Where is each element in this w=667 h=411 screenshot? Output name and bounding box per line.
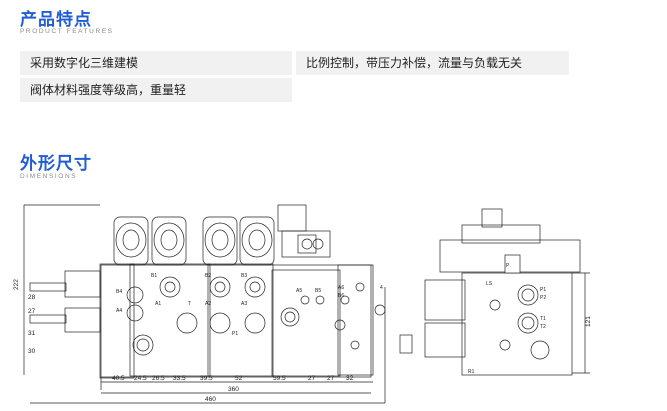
port-label: 4 [380, 285, 383, 291]
dim-bottom: 39.5 [200, 375, 213, 382]
port-label: A6 [338, 285, 344, 291]
port-label: B5 [315, 288, 321, 294]
dim-height: 222 [13, 279, 20, 290]
side-label: T1 [540, 316, 546, 322]
port-label: B3 [241, 273, 247, 279]
dim-bottom: 52 [235, 375, 243, 382]
dim-bottom: 59.5 [273, 375, 286, 382]
port-label: A1 [155, 301, 161, 307]
dim-bottom: 27 [327, 375, 335, 382]
dim-bottom: 26.5 [152, 375, 165, 382]
dim-overall-width: 460 [205, 396, 216, 403]
port-label: A4 [116, 308, 122, 314]
port-label: A3 [241, 301, 247, 307]
port-label: B2 [205, 273, 211, 279]
port-label: T [188, 301, 191, 307]
port-label: B1 [151, 273, 157, 279]
side-label: P2 [540, 295, 546, 301]
port-label: P1 [232, 331, 238, 337]
dim-bottom: 32 [346, 375, 354, 382]
dimensions-title: 外形尺寸 [20, 154, 92, 173]
port-label: B4 [116, 289, 122, 295]
features-subtitle: PRODUCT FEATURES [20, 28, 114, 35]
port-label: B6 [338, 293, 344, 299]
side-label: T2 [540, 324, 546, 330]
port-label: A5 [296, 288, 302, 294]
side-label: LS [486, 281, 493, 287]
dim-bottom: 40.5 [112, 375, 125, 382]
dim-base-length: 360 [228, 386, 239, 393]
dim-bottom: 33.5 [173, 375, 186, 382]
side-dim: 121 [585, 316, 592, 327]
features-title: 产品特点 [20, 10, 92, 29]
side-label: P [506, 263, 510, 269]
feature-item: 比例控制，带压力补偿，流量与负载无关 [296, 51, 569, 75]
dim-bottom: 24.5 [134, 375, 147, 382]
feature-item: 采用数字化三维建模 [20, 51, 292, 75]
side-label: R1 [468, 369, 475, 375]
dim-left: 27 [28, 308, 36, 315]
port-label: A2 [205, 301, 211, 307]
dim-bottom: 27 [308, 375, 316, 382]
side-label: P1 [540, 287, 546, 293]
dimensions-subtitle: DIMENSIONS [20, 173, 78, 180]
dim-left: 31 [28, 330, 36, 337]
dim-left: 28 [28, 294, 36, 301]
dimension-drawing: 222 28 27 31 30 40.5 24.5 26.5 33.5 39.5… [13, 204, 592, 404]
dim-left: 30 [28, 348, 36, 355]
feature-item: 阀体材料强度等级高，重量轻 [20, 78, 292, 102]
